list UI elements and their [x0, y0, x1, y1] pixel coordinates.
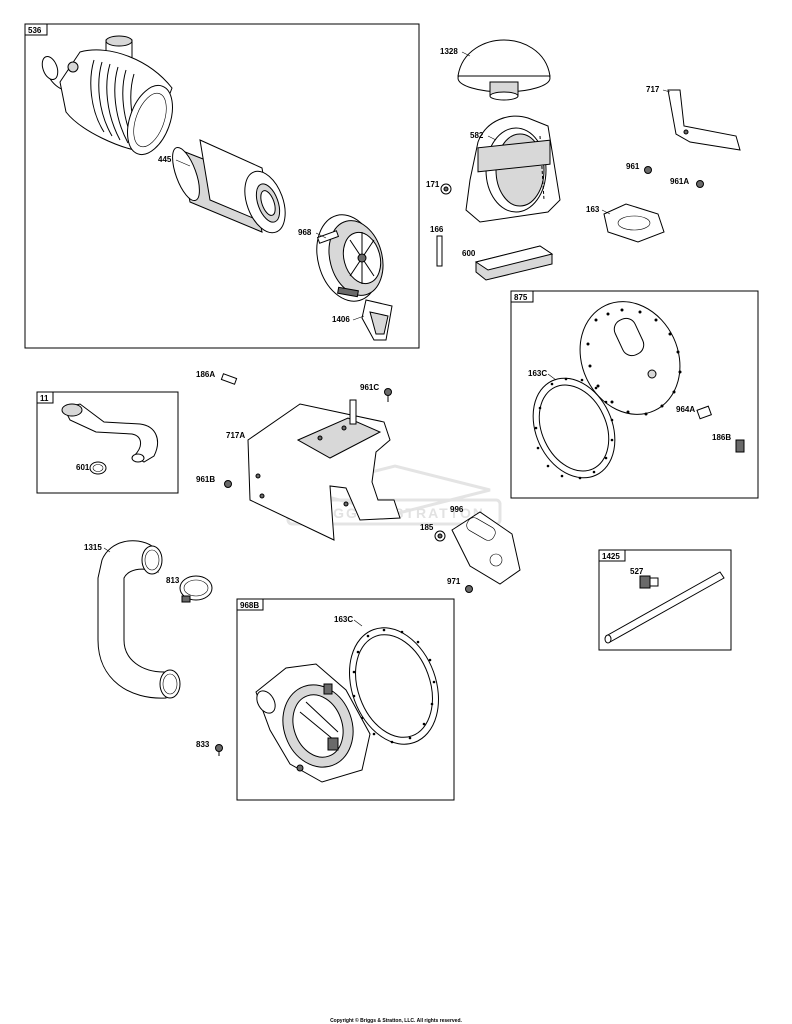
label-1328: 1328	[440, 47, 458, 56]
label-996: 996	[450, 505, 464, 514]
box-536: 536	[24, 23, 420, 349]
rod	[604, 571, 725, 644]
label-171: 171	[426, 180, 440, 189]
nut-185: 185	[420, 523, 446, 542]
label-961C: 961C	[360, 383, 379, 392]
label-185: 185	[420, 523, 434, 532]
air-cleaner-housing	[41, 35, 173, 156]
label-961B: 961B	[196, 475, 215, 484]
box-label-968B: 968B	[240, 601, 259, 610]
box-875: 875	[510, 290, 759, 499]
label-968: 968	[298, 228, 312, 237]
label-163C-top: 163C	[528, 369, 547, 378]
label-527: 527	[630, 567, 644, 576]
bracket-717: 717	[646, 85, 741, 151]
label-961A: 961A	[670, 177, 689, 186]
air-filter-element	[172, 139, 286, 234]
label-813: 813	[166, 576, 180, 585]
label-1315: 1315	[84, 543, 102, 552]
label-1406: 1406	[332, 315, 350, 324]
plug-964A	[696, 405, 712, 420]
screw-971: 971	[447, 577, 473, 593]
screw-961B: 961B	[196, 475, 232, 488]
label-717: 717	[646, 85, 660, 94]
label-717A: 717A	[226, 431, 245, 440]
hose-1315: 1315	[84, 540, 181, 699]
box-11: 11 601	[36, 391, 179, 494]
spacer-600: 600	[462, 245, 554, 281]
label-445: 445	[158, 155, 172, 164]
screw-961: 961	[626, 162, 652, 174]
label-971: 971	[447, 577, 461, 586]
box-label-536: 536	[28, 26, 42, 35]
vacuator-valve	[361, 299, 393, 341]
gasket-996: 996	[450, 505, 521, 585]
bracket-717A: 717A	[226, 399, 401, 541]
air-cleaner-cover	[316, 214, 384, 302]
label-186B: 186B	[712, 433, 731, 442]
box-968B: 968B 163C	[236, 598, 455, 801]
gasket-163C-bottom	[349, 627, 439, 745]
box-label-1425: 1425	[602, 552, 620, 561]
clip-527	[639, 575, 659, 589]
mounting-band-582: 582	[465, 115, 561, 223]
label-964A: 964A	[676, 405, 695, 414]
label-600: 600	[462, 249, 476, 258]
clamp-601	[89, 461, 107, 475]
label-186A: 186A	[196, 370, 215, 379]
gasket-163C-top	[532, 377, 616, 480]
gasket-163: 163	[586, 203, 665, 243]
mounting-plate	[579, 301, 682, 416]
box-label-11: 11	[40, 394, 49, 403]
label-163C-bottom: 163C	[334, 615, 353, 624]
label-582: 582	[470, 131, 484, 140]
label-833: 833	[196, 740, 210, 749]
screw-833: 833	[196, 740, 223, 756]
copyright-text: Copyright © Briggs & Stratton, LLC. All …	[330, 1017, 462, 1024]
box-1425: 1425 527	[598, 549, 732, 651]
screw-961A: 961A	[670, 177, 704, 188]
fitting-186A: 186A	[196, 370, 238, 385]
label-961: 961	[626, 162, 640, 171]
label-163: 163	[586, 205, 600, 214]
box-label-875: 875	[514, 293, 528, 302]
pin-166: 166	[430, 225, 444, 267]
fitting-186B	[735, 439, 745, 453]
clamp-813: 813	[166, 575, 213, 603]
air-cleaner-base	[255, 663, 371, 783]
hose-elbow	[61, 403, 158, 463]
label-166: 166	[430, 225, 444, 234]
label-601: 601	[76, 463, 90, 472]
precleaner-cap: 1328	[440, 39, 551, 101]
screw-961C: 961C	[360, 383, 392, 402]
nut-171: 171	[426, 180, 452, 195]
